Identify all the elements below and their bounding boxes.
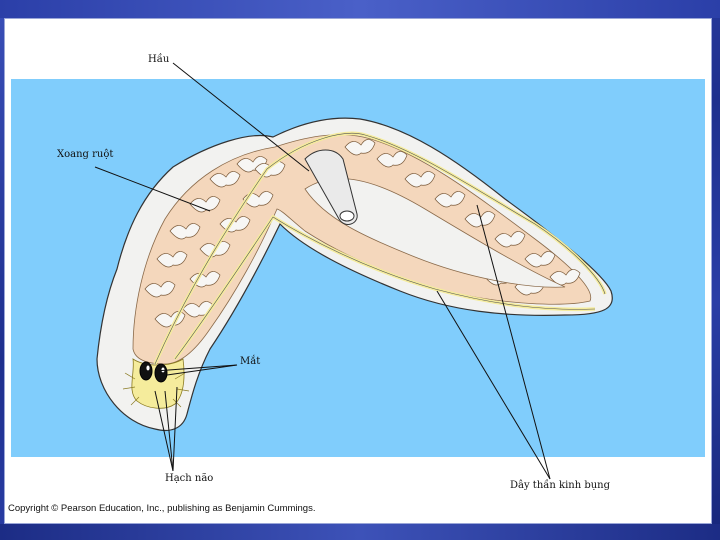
label-nerve-cords: Dây thần kinh bụng (510, 480, 611, 491)
flatworm-diagram (94, 62, 613, 480)
label-gut: Xoang ruột (57, 149, 114, 160)
eye-right (154, 363, 168, 383)
eye-left (139, 361, 153, 381)
label-pharynx: Hầu (148, 54, 170, 65)
slide: Hầu Xoang ruột Mắt Hạch não Dây thần kin… (4, 18, 712, 524)
leader-lines (94, 62, 551, 480)
pharynx (304, 149, 358, 225)
background-top-band (0, 0, 720, 18)
label-ganglia: Hạch não (165, 473, 214, 484)
pharynx-mouth (339, 210, 355, 222)
gut-region (132, 134, 592, 365)
background-bottom-band (0, 524, 720, 540)
label-eyes: Mắt (240, 356, 261, 367)
copyright-notice: Copyright © Pearson Education, Inc., pub… (8, 503, 316, 514)
pharynx-cavity (304, 178, 566, 288)
ganglia-nerve-branches (122, 372, 190, 408)
